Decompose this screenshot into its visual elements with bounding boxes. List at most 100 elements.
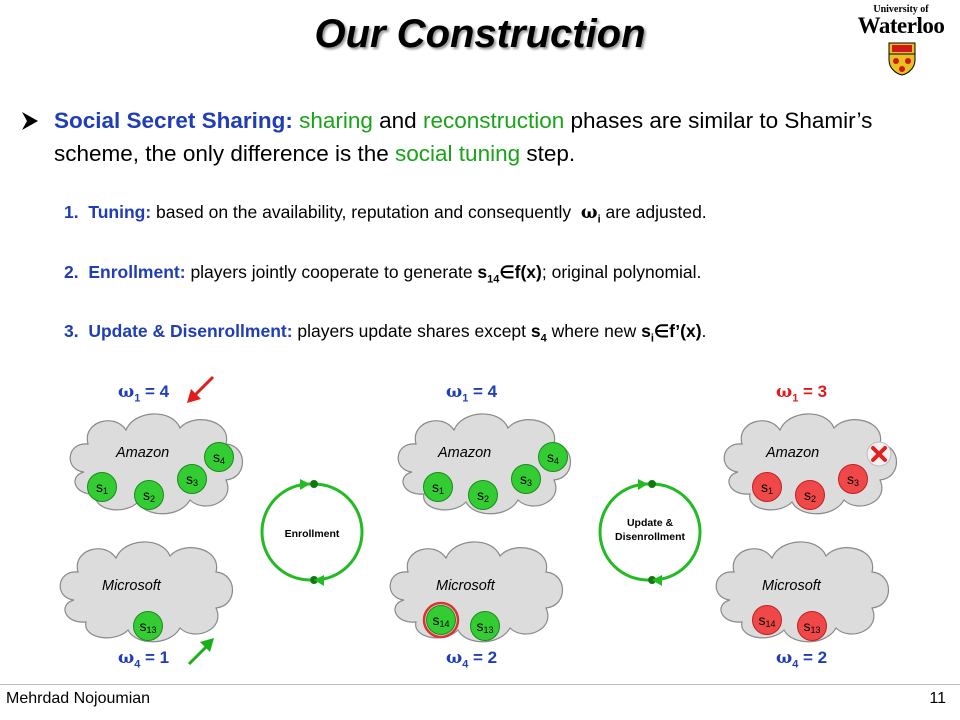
omega-value: = 2 (798, 648, 828, 667)
logo-waterloo-text: Waterloo (857, 13, 945, 38)
item-text: ; original polynomial. (541, 262, 702, 282)
share-index: 3 (192, 478, 198, 488)
omega-symbol: ω (776, 382, 793, 402)
omega-subscript: 1 (462, 392, 469, 405)
polynomial: ∈f’(x) (653, 321, 702, 341)
item-text: players update shares except (292, 321, 531, 341)
omega-value: = 3 (798, 382, 828, 401)
share-s2: s2 (134, 480, 164, 510)
bullet-text: and (372, 108, 423, 133)
share-index: 14 (439, 619, 450, 629)
bullet-text: step. (520, 141, 576, 166)
item-text: based on the availability, reputation an… (151, 202, 577, 222)
omega-symbol: ω (580, 203, 598, 223)
share-s14: s14 (426, 605, 456, 635)
share-letter: s (803, 487, 811, 503)
share-s1: s1 (87, 472, 117, 502)
share-index: 1 (438, 486, 444, 496)
crest-icon (888, 42, 916, 76)
cloud-label-amazon: Amazon (438, 445, 492, 461)
item-subscript: 14 (487, 273, 500, 286)
item-subscript: 4 (540, 332, 547, 345)
author-name: Mehrdad Nojoumian (6, 690, 151, 707)
term-sharing: sharing (299, 108, 373, 133)
item-subscript: i (597, 213, 601, 226)
share-letter: s (803, 618, 811, 634)
omega-subscript: 4 (462, 658, 469, 671)
page-number: 11 (929, 690, 946, 707)
share-letter: s (185, 471, 193, 487)
omega-symbol: ω (118, 648, 135, 668)
slide-title: Our Construction (314, 12, 646, 56)
cloud-label-microsoft: Microsoft (102, 578, 161, 594)
cloud-label-amazon: Amazon (766, 445, 820, 461)
omega-1-col1: ω1 = 4 (118, 382, 169, 404)
omega-value: = 4 (468, 382, 498, 401)
share-letter: s (142, 487, 150, 503)
omega-1-col3: ω1 = 3 (776, 382, 827, 404)
item-label: Enrollment: (88, 262, 186, 282)
list-item-enrollment: 2. Enrollment: players jointly cooperate… (64, 262, 701, 286)
share-s4: s4 (204, 442, 234, 472)
share-index: 3 (526, 478, 532, 488)
share-letter: s (546, 449, 554, 465)
share-index: 4 (219, 456, 225, 466)
share-s2: s2 (468, 480, 498, 510)
item-number: 2. (64, 262, 79, 282)
share-letter: s (95, 479, 103, 495)
omega-symbol: ω (446, 382, 463, 402)
footer-divider (0, 684, 960, 685)
share-letter: s (476, 618, 484, 634)
item-text: . (701, 321, 707, 341)
share-index: 3 (853, 478, 859, 488)
main-bullet: Social Secret Sharing: sharing and recon… (20, 104, 950, 170)
share-letter: s (519, 471, 527, 487)
enrollment-label: Enrollment (284, 528, 340, 540)
update-label-line1: Update & (626, 517, 674, 529)
share-s3: s3 (511, 464, 541, 494)
list-item-tuning: 1. Tuning: based on the availability, re… (64, 202, 707, 226)
share-index: 2 (483, 494, 489, 504)
share-letter: s (760, 479, 768, 495)
share-index: 13 (483, 625, 494, 635)
list-item-update: 3. Update & Disenrollment: players updat… (64, 321, 706, 345)
share-s14: s14 (752, 605, 782, 635)
share-index: 1 (767, 486, 773, 496)
cloud-label-microsoft: Microsoft (762, 578, 821, 594)
omega-symbol: ω (446, 648, 463, 668)
share-letter: s (139, 618, 147, 634)
share-s13: s13 (133, 611, 163, 641)
increase-arrow-icon (187, 638, 214, 666)
share-s1: s1 (752, 472, 782, 502)
logo-university-text: University of (873, 4, 929, 15)
share-s3: s3 (838, 464, 868, 494)
share-s3: s3 (177, 464, 207, 494)
share-s13: s13 (470, 611, 500, 641)
omega-subscript: 4 (134, 658, 141, 671)
share-letter: s (758, 612, 766, 628)
item-number: 3. (64, 321, 79, 341)
share-index: 13 (146, 625, 157, 635)
removed-share-icon (866, 441, 892, 467)
bullet-arrow-icon (20, 104, 40, 141)
share-s1: s1 (423, 472, 453, 502)
item-label: Update & Disenrollment: (88, 321, 293, 341)
omega-4-col2: ω4 = 2 (446, 648, 497, 670)
share-index: 1 (102, 486, 108, 496)
cloud-label-microsoft: Microsoft (436, 578, 495, 594)
share-letter: s (476, 487, 484, 503)
omega-symbol: ω (118, 382, 135, 402)
share-s4: s4 (538, 442, 568, 472)
share-index: 2 (810, 494, 816, 504)
term-social-tuning: social tuning (395, 141, 521, 166)
omega-subscript: 1 (134, 392, 141, 405)
share-index: 14 (765, 619, 776, 629)
share-letter: s (846, 471, 854, 487)
share-letter: s (432, 612, 440, 628)
share-index: 13 (810, 625, 821, 635)
share-symbol: s (530, 321, 541, 341)
decrease-arrow-icon (187, 375, 215, 403)
item-text: are adjusted. (600, 202, 707, 222)
share-index: 2 (149, 494, 155, 504)
cloud-label-amazon: Amazon (116, 445, 170, 461)
